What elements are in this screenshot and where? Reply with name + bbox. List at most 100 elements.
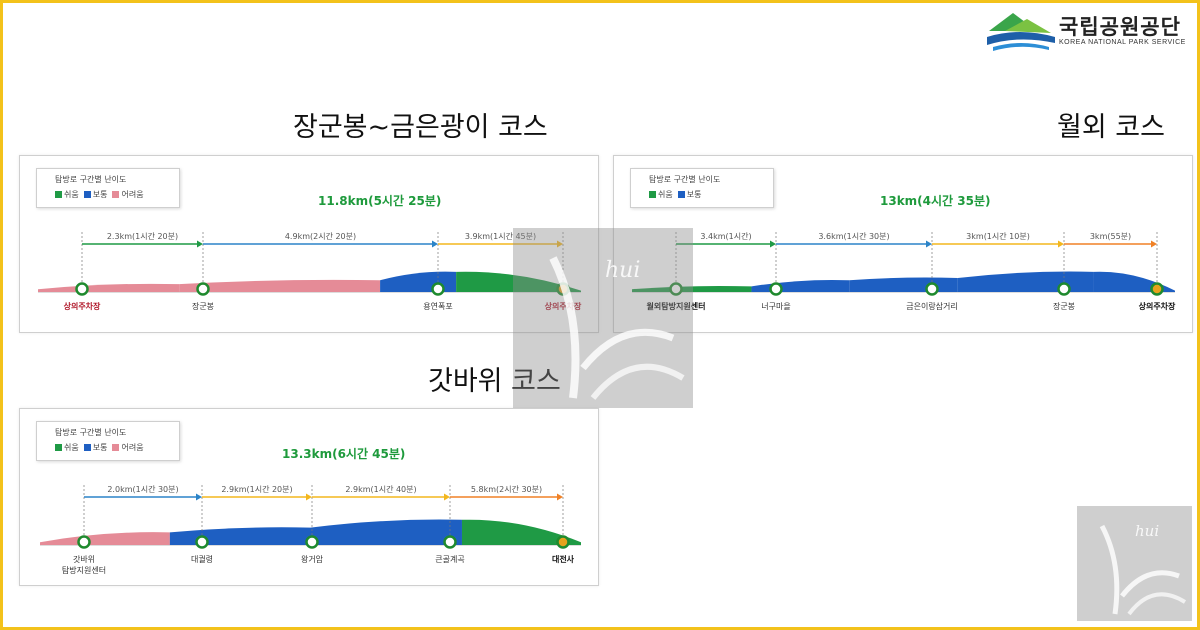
stop-label: 왕거암: [301, 554, 324, 564]
stop-label: 대궐령: [191, 555, 213, 564]
legend-title: 탐방로 구간별 난이도: [55, 428, 127, 437]
arrow-head-icon: [1151, 240, 1157, 248]
watermark-text: hui: [1135, 522, 1160, 540]
legend-swatch-icon: [677, 191, 685, 198]
arrow-head-icon: [444, 493, 450, 501]
profile-area-normal: [169, 527, 311, 545]
legend-label: 보통: [92, 443, 108, 452]
stop-label: 장군봉: [192, 301, 214, 311]
legend-swatch-icon: [112, 444, 120, 451]
arrow-head-icon: [1058, 240, 1064, 248]
stop-label: 장군봉: [1053, 301, 1075, 311]
legend-item-normal: 보통: [83, 443, 108, 452]
watermark: hui: [513, 228, 693, 408]
stop-label: 상의주차장: [545, 301, 582, 311]
stop-label: 상의주차장: [64, 301, 101, 311]
arrow-head-icon: [557, 493, 563, 501]
course-panel-gatbawi: 탐방로 구간별 난이도 쉬움 보통 어려움 13.3km(6시간 45분) 2.0k…: [19, 408, 599, 586]
legend-label: 어려움: [121, 443, 144, 452]
segment-label: 2.9km(1시간 40분): [345, 484, 416, 494]
course-panel-janggun: 탐방로 구간별 난이도 쉬움 보통 어려움 11.8km(5시간 25분) 2.3k…: [19, 155, 599, 333]
profile-area-hard: [179, 279, 381, 292]
course-total: 13km(4시간 35분): [880, 194, 991, 208]
legend-label: 어려움: [121, 190, 144, 199]
difficulty-legend: 탐방로 구간별 난이도 쉬움 보통 어려움: [36, 421, 180, 461]
stop-marker-icon: [305, 535, 319, 549]
arrow-head-icon: [197, 240, 203, 248]
course-total: 13.3km(6시간 45분): [282, 447, 406, 461]
stop-marker-icon: [195, 535, 209, 549]
stop-label: 상의주차장: [1139, 301, 1176, 311]
difficulty-legend: 탐방로 구간별 난이도 쉬움 보통: [630, 168, 774, 208]
course-panel-wolwoe: 탐방로 구간별 난이도 쉬움 보통 13km(4시간 35분) 3.4km(1시간…: [613, 155, 1193, 333]
difficulty-legend: 탐방로 구간별 난이도 쉬움 보통 어려움: [36, 168, 180, 208]
stop-marker-icon: [669, 282, 683, 296]
stop-marker-icon: [77, 535, 91, 549]
legend-item-hard: 어려움: [112, 190, 144, 199]
stop-label: 금은이랑삼거리: [906, 301, 958, 311]
stop-marker-icon: [75, 282, 89, 296]
legend-item-easy: 쉬움: [649, 190, 673, 199]
mountain-logo-icon: [987, 13, 1055, 51]
course-total: 11.8km(5시간 25분): [318, 194, 442, 208]
segment-label: 4.9km(2시간 20분): [285, 231, 356, 241]
arrow-head-icon: [306, 493, 312, 501]
stop-marker-icon: [1150, 282, 1164, 296]
brand-subtitle: KOREA NATIONAL PARK SERVICE: [1059, 39, 1186, 46]
elevation-profile: 3.4km(1시간)3.6km(1시간 30분)3km(1시간 10분)3km(…: [632, 231, 1176, 311]
segment-label: 2.9km(1시간 20분): [221, 484, 292, 494]
legend-title: 탐방로 구간별 난이도: [649, 175, 721, 184]
legend-item-easy: 쉬움: [55, 190, 79, 199]
profile-area-hard: [40, 532, 170, 545]
legend-label: 쉬움: [658, 190, 673, 199]
profile-area-easy: [632, 285, 752, 292]
elevation-profile: 2.0km(1시간 30분) 2.9km(1시간 20분) 2.9km(1시간 40…: [40, 484, 581, 575]
legend-swatch-icon: [83, 444, 91, 451]
segment-label: 3km(55분): [1090, 232, 1131, 241]
segment-label: 3.9km(1시간 45분): [465, 231, 536, 241]
profile-area-normal: [751, 279, 850, 292]
profile-area-easy: [461, 519, 581, 545]
segment-label: 3km(1시간 10분): [966, 231, 1030, 241]
legend-swatch-icon: [83, 191, 91, 198]
legend-items: 쉬움 보통 어려움: [55, 442, 149, 453]
legend-item-normal: 보통: [677, 190, 701, 199]
legend-swatch-icon: [55, 444, 62, 451]
legend-title: 탐방로 구간별 난이도: [55, 175, 127, 184]
course-title-janggun: 장군봉~금은광이 코스: [293, 112, 548, 143]
stop-label: 월외탐방지원센터: [647, 301, 706, 311]
segment-label: 2.0km(1시간 30분): [107, 484, 178, 494]
stop-marker-icon: [769, 282, 783, 296]
watermark-text: hui: [605, 258, 641, 283]
arrow-head-icon: [926, 240, 932, 248]
segment-label: 3.4km(1시간): [700, 231, 751, 241]
legend-items: 쉬움 보통: [649, 189, 706, 200]
brand-name: 국립공원공단: [1059, 15, 1181, 39]
legend-label: 쉬움: [64, 443, 79, 452]
stop-marker-icon: [556, 535, 570, 549]
arrow-head-icon: [557, 240, 563, 248]
arrow-head-icon: [196, 493, 202, 501]
watermark: hui: [1077, 506, 1192, 621]
segment-label: 2.3km(1시간 20분): [107, 231, 178, 241]
watermark-swoosh-icon: [1099, 524, 1187, 616]
profile-area-normal: [957, 271, 1094, 292]
segment-label: 5.8km(2시간 30분): [471, 484, 542, 494]
course-title-wolwoe: 월외 코스: [1057, 112, 1165, 143]
legend-label: 쉬움: [64, 190, 79, 199]
legend-item-normal: 보통: [83, 190, 107, 199]
stop-marker-icon: [443, 535, 457, 549]
stop-marker-icon: [196, 282, 210, 296]
elevation-profile: 2.3km(1시간 20분) 4.9km(2시간 20분) 3.9km(1시간 45…: [38, 231, 582, 311]
watermark-swoosh-icon: [549, 256, 685, 400]
stop-label: 큰골계곡: [435, 554, 464, 564]
profile-area-normal: [310, 519, 462, 545]
arrow-head-icon: [770, 240, 776, 248]
legend-item-hard: 어려움: [112, 443, 144, 452]
legend-swatch-icon: [112, 191, 120, 198]
legend-swatch-icon: [55, 191, 62, 198]
legend-item-easy: 쉬움: [55, 443, 79, 452]
stop-marker-icon: [925, 282, 939, 296]
profile-area-easy: [456, 271, 581, 292]
